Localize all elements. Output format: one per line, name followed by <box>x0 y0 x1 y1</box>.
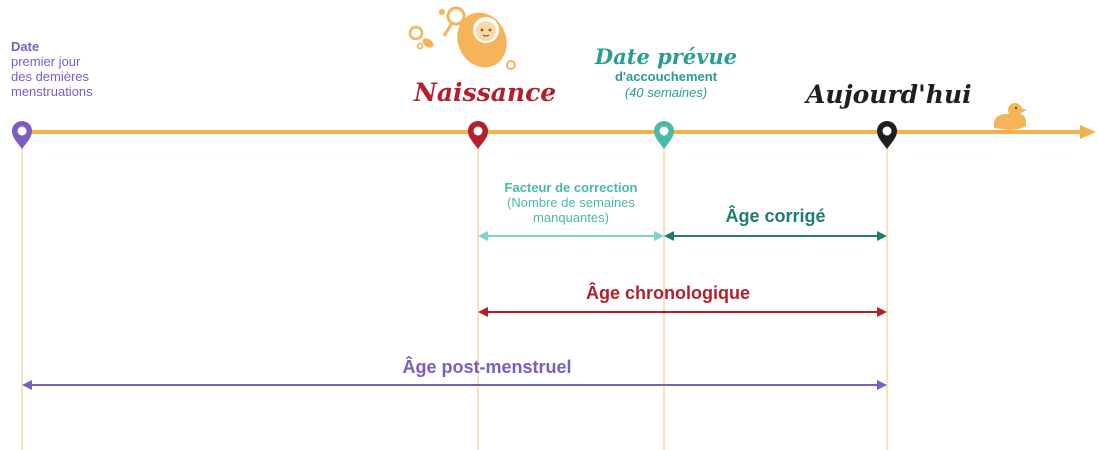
correction-factor-label: Facteur de correction (Nombre de semaine… <box>486 180 656 225</box>
lmp-title: Date <box>11 39 40 54</box>
decor-circle <box>506 60 516 70</box>
correction-factor-line: manquantes) <box>533 210 609 225</box>
lmp-label: Date premier jour des demières menstruat… <box>11 39 93 99</box>
post-menstrual-age-label: Âge post-menstruel <box>402 357 572 377</box>
chronological-age-arrow <box>478 307 887 317</box>
pacifier-icon <box>408 25 434 50</box>
due-date-label: Date prévue d'accouchement (40 semaines) <box>586 45 746 101</box>
map-pin-icon <box>654 121 674 149</box>
today-label: Aujourd'hui <box>806 80 972 109</box>
timeline-arrowhead <box>1080 125 1096 139</box>
map-pin-icon <box>877 121 897 149</box>
due-date-weeks: (40 semaines) <box>624 85 708 100</box>
correction-factor-title: Facteur de correction <box>504 180 638 195</box>
due-date-sub: d'accouchement <box>614 69 718 84</box>
lmp-line: des demières <box>11 69 90 84</box>
due-date-title: Date prévue <box>594 44 738 69</box>
map-pin-icon <box>468 121 488 149</box>
lmp-line: menstruations <box>11 84 93 99</box>
baby-icon <box>457 12 507 68</box>
map-pin-icon <box>12 121 32 149</box>
chronological-age-label: Âge chronologique <box>586 283 750 303</box>
corrected-age-arrow <box>664 231 887 241</box>
correction-factor-line: (Nombre de semaines <box>507 195 635 210</box>
rubber-duck-icon <box>993 103 1027 130</box>
birth-label: Naissance <box>414 78 557 107</box>
lmp-line: premier jour <box>11 54 81 69</box>
correction-factor-arrow <box>478 231 664 241</box>
rattle-icon <box>439 6 466 37</box>
corrected-age-label: Âge corrigé <box>725 206 826 226</box>
post-menstrual-age-arrow <box>22 380 887 390</box>
